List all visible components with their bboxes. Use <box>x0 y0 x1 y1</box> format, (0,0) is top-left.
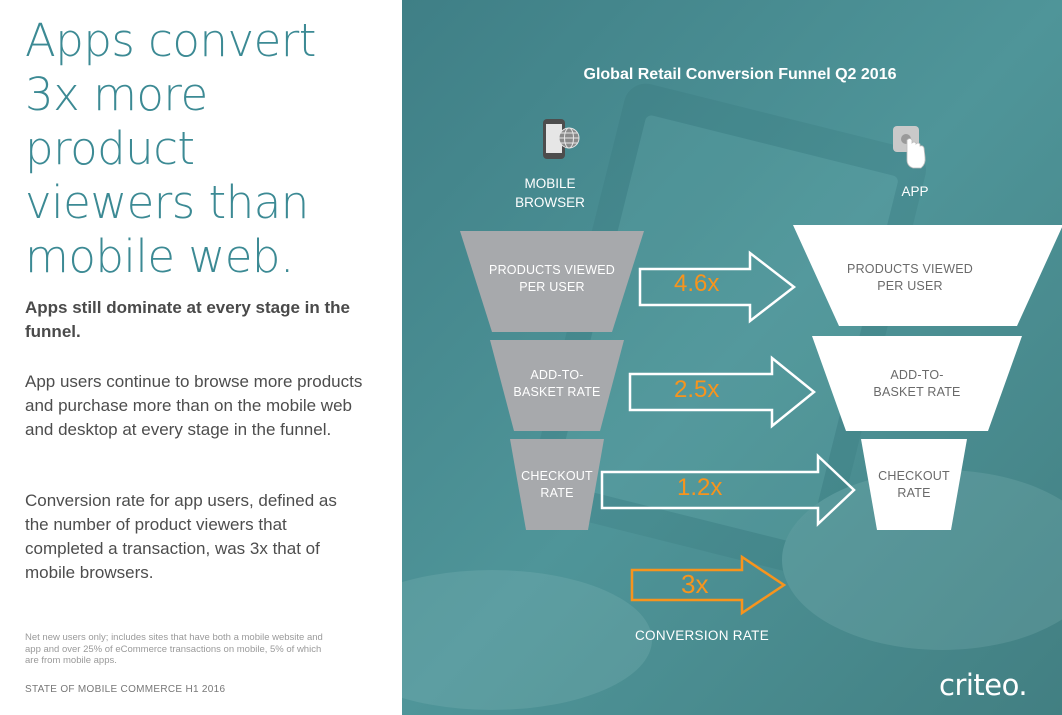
arrow-stage-1 <box>638 250 797 324</box>
app-funnel-stage-3 <box>861 439 967 530</box>
headline: Apps convert 3x more product viewers tha… <box>25 14 395 284</box>
mobile-stage-2-line-1: ADD-TO- <box>530 368 584 382</box>
mobile-label-line-2: BROWSER <box>515 195 585 210</box>
app-stage-3-line-1: CHECKOUT <box>878 469 950 483</box>
app-stage-1-line-1: PRODUCTS VIEWED <box>847 262 973 276</box>
infographic-title: Global Retail Conversion Funnel Q2 2016 <box>583 66 897 83</box>
smartphone-globe-icon <box>543 119 580 159</box>
mobile-stage-1-line-1: PRODUCTS VIEWED <box>489 263 615 277</box>
footnote: Net new users only; includes sites that … <box>25 632 323 666</box>
app-stage-2-line-2: BASKET RATE <box>873 385 961 399</box>
mobile-funnel-stage-3 <box>510 439 604 530</box>
arrow-stage-3 <box>600 453 856 527</box>
body-paragraph-1: App users continue to browse more produc… <box>25 372 363 439</box>
app-stage-3-line-2: RATE <box>897 486 931 500</box>
mobile-funnel-stage-1 <box>460 231 644 332</box>
app-stage-3-label: CHECKOUT RATE <box>864 468 964 502</box>
headline-line-3: product <box>25 122 195 175</box>
multiplier-stage-1: 4.6x <box>674 270 720 297</box>
app-label: APP <box>901 184 929 199</box>
mobile-label-line-1: MOBILE <box>524 176 576 191</box>
app-funnel-stage-2 <box>812 336 1022 431</box>
app-tap-icon <box>893 126 926 169</box>
multiplier-stage-2: 2.5x <box>674 376 720 403</box>
conversion-multiplier: 3x <box>681 569 709 599</box>
mobile-stage-2-label: ADD-TO- BASKET RATE <box>497 367 617 401</box>
headline-line-5: mobile web. <box>25 230 294 283</box>
mobile-funnel-stage-2 <box>490 340 624 431</box>
conversion-rate-label: CONVERSION RATE <box>634 628 769 643</box>
headline-line-4: viewers than <box>25 176 309 229</box>
app-stage-1-label: PRODUCTS VIEWED PER USER <box>830 261 990 295</box>
arrow-stage-2 <box>628 355 816 429</box>
subhead: Apps still dominate at every stage in th… <box>25 298 350 341</box>
body-paragraph-2: Conversion rate for app users, defined a… <box>25 491 337 582</box>
headline-line-2: 3x more <box>25 68 208 121</box>
mobile-stage-2-line-2: BASKET RATE <box>513 385 601 399</box>
mobile-stage-1-line-2: PER USER <box>519 280 585 294</box>
headline-line-1: Apps convert <box>25 14 316 67</box>
mobile-stage-3-line-1: CHECKOUT <box>521 469 593 483</box>
conversion-arrow <box>630 554 787 616</box>
app-funnel-stage-1 <box>793 225 1062 326</box>
app-stage-2-line-1: ADD-TO- <box>890 368 944 382</box>
mobile-stage-1-label: PRODUCTS VIEWED PER USER <box>470 262 634 296</box>
left-panel: Apps convert 3x more product viewers tha… <box>0 0 402 715</box>
source-label: STATE OF MOBILE COMMERCE H1 2016 <box>25 684 226 695</box>
app-stage-1-line-2: PER USER <box>877 279 943 293</box>
mobile-stage-3-label: CHECKOUT RATE <box>512 468 602 502</box>
app-stage-2-label: ADD-TO- BASKET RATE <box>847 367 987 401</box>
infographic-panel: Global Retail Conversion Funnel Q2 2016 … <box>402 0 1062 715</box>
multiplier-stage-3: 1.2x <box>677 474 723 501</box>
criteo-logo: criteo. <box>939 668 1028 702</box>
mobile-browser-label: MOBILE BROWSER <box>500 174 600 212</box>
mobile-stage-3-line-2: RATE <box>540 486 574 500</box>
